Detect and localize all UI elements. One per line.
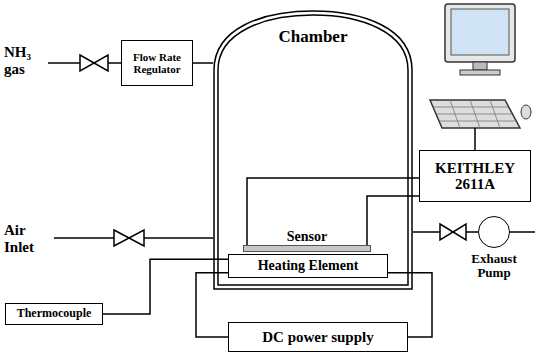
wire-connector bbox=[247, 178, 419, 245]
heater-box: Heating Element bbox=[228, 254, 388, 277]
power-box: DC power supply bbox=[228, 322, 408, 352]
node-text: Flow Rate Regulator bbox=[126, 51, 188, 75]
node-text: Exhaust Pump bbox=[462, 252, 526, 281]
data-cable bbox=[474, 128, 476, 150]
exhaust-pipe bbox=[510, 231, 535, 233]
node-text: DC power supply bbox=[262, 329, 373, 346]
wire-connector bbox=[196, 273, 228, 337]
node-text: KEITHLEY 2611A bbox=[424, 160, 526, 193]
valve-symbol bbox=[114, 230, 144, 246]
node-text: Chamber bbox=[213, 28, 413, 47]
pump-circle: Exhaust Pump bbox=[478, 216, 510, 248]
wire-connector bbox=[367, 196, 419, 245]
sensor-strip: Sensor bbox=[243, 245, 371, 252]
process-box: Flow Rate Regulator bbox=[121, 40, 193, 86]
node-text: Thermocouple bbox=[17, 307, 92, 320]
node-text: Heating Element bbox=[258, 258, 359, 273]
wire-connector bbox=[103, 259, 228, 314]
wire-connector bbox=[193, 62, 213, 64]
gas-label: NH₃ gas bbox=[4, 44, 46, 79]
sensor-box: Thermocouple bbox=[5, 303, 103, 324]
chamber-dome: ChamberSensorHeating Element bbox=[213, 10, 413, 290]
valve-symbol bbox=[440, 224, 466, 240]
instrument-box: KEITHLEY 2611A bbox=[419, 150, 531, 202]
inlet-label: Air Inlet bbox=[4, 222, 50, 257]
computer-icon bbox=[430, 4, 531, 128]
valve-symbol bbox=[80, 55, 108, 71]
node-text: Sensor bbox=[287, 229, 327, 244]
